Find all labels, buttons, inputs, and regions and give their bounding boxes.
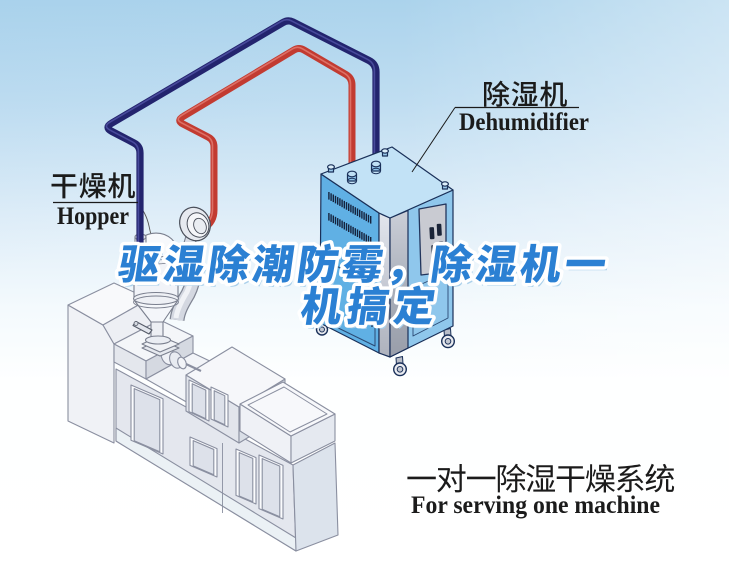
svg-text:Hopper: Hopper <box>57 203 129 230</box>
svg-text:For serving one machine: For serving one machine <box>411 492 660 519</box>
svg-text:Dehumidifier: Dehumidifier <box>459 109 589 136</box>
